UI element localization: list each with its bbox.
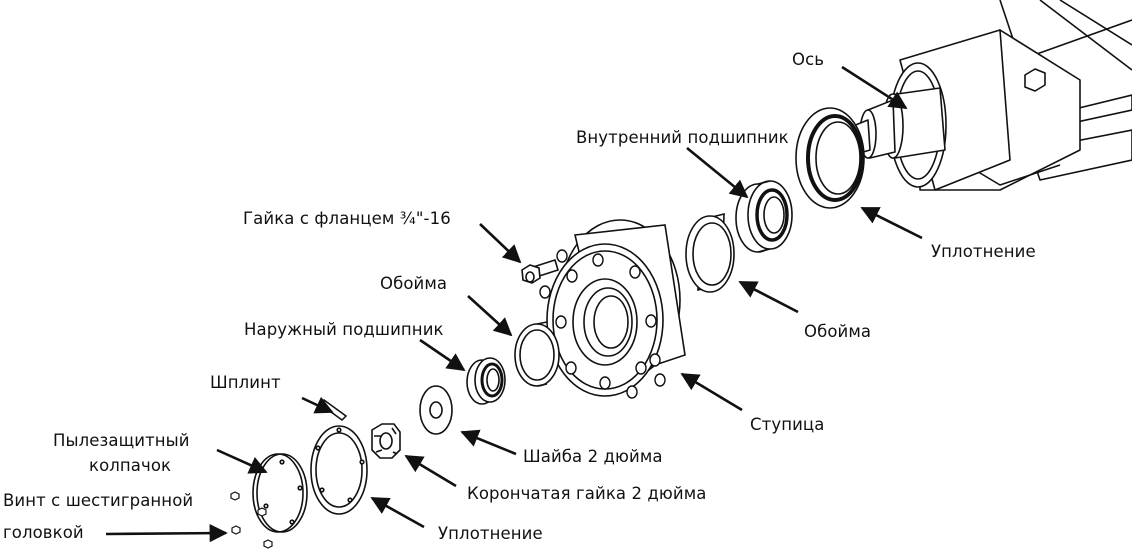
arrow-inner-seal xyxy=(860,206,923,240)
arrow-axle xyxy=(841,65,908,110)
arrow-outer-seal xyxy=(370,496,425,529)
hub-part xyxy=(529,219,686,399)
arrow-inner-bearing xyxy=(686,146,749,199)
label-outer-bearing: Наружный подшипник xyxy=(244,320,444,339)
label-dust-cap-line1: Пылезащитный xyxy=(53,431,190,450)
leader-arrows xyxy=(105,65,923,543)
label-hex-screw-line1: Винт с шестигранной xyxy=(3,491,194,510)
label-hub: Ступица xyxy=(750,415,825,434)
arrow-race-inner xyxy=(738,280,799,314)
label-dust-cap-line2: колпачок xyxy=(89,456,172,475)
label-outer-seal: Уплотнение xyxy=(438,524,543,543)
inner-seal-part xyxy=(795,107,865,209)
arrow-hex-screw xyxy=(105,524,228,543)
arrow-washer xyxy=(460,429,517,456)
label-inner-seal: Уплотнение xyxy=(931,242,1036,261)
hex-screws-part xyxy=(230,491,273,549)
castle-nut-part xyxy=(371,423,401,459)
outer-seal-part xyxy=(310,425,368,515)
cotter-pin-part xyxy=(318,399,348,421)
flange-nut-part xyxy=(521,264,541,284)
arrow-outer-bearing xyxy=(419,338,466,372)
label-axle: Ось xyxy=(792,50,825,69)
outer-race-part xyxy=(514,321,560,387)
arrow-castle-nut xyxy=(404,454,457,488)
label-cotter-pin: Шплинт xyxy=(210,373,281,392)
outer-bearing-part xyxy=(466,357,506,405)
arrow-flange-nut xyxy=(479,223,522,264)
axle-assembly xyxy=(842,0,1132,191)
label-washer: Шайба 2 дюйма xyxy=(523,447,663,466)
inner-bearing-part xyxy=(735,180,793,253)
inner-race-part xyxy=(685,212,735,293)
arrow-dust-cap xyxy=(216,448,268,474)
label-race-inner: Обойма xyxy=(804,322,872,341)
label-hex-screw-line2: головкой xyxy=(3,523,84,542)
arrow-hub xyxy=(680,372,743,412)
label-castle-nut: Корончатая гайка 2 дюйма xyxy=(467,484,707,503)
arrow-race-outer xyxy=(467,295,513,337)
dust-cap-part xyxy=(252,453,308,533)
label-inner-bearing: Внутренний подшипник xyxy=(576,128,789,147)
label-race-outer: Обойма xyxy=(380,274,448,293)
washer-part xyxy=(419,385,453,435)
label-flange-nut: Гайка с фланцем ¾"-16 xyxy=(243,209,451,228)
arrow-cotter-pin xyxy=(301,396,334,414)
